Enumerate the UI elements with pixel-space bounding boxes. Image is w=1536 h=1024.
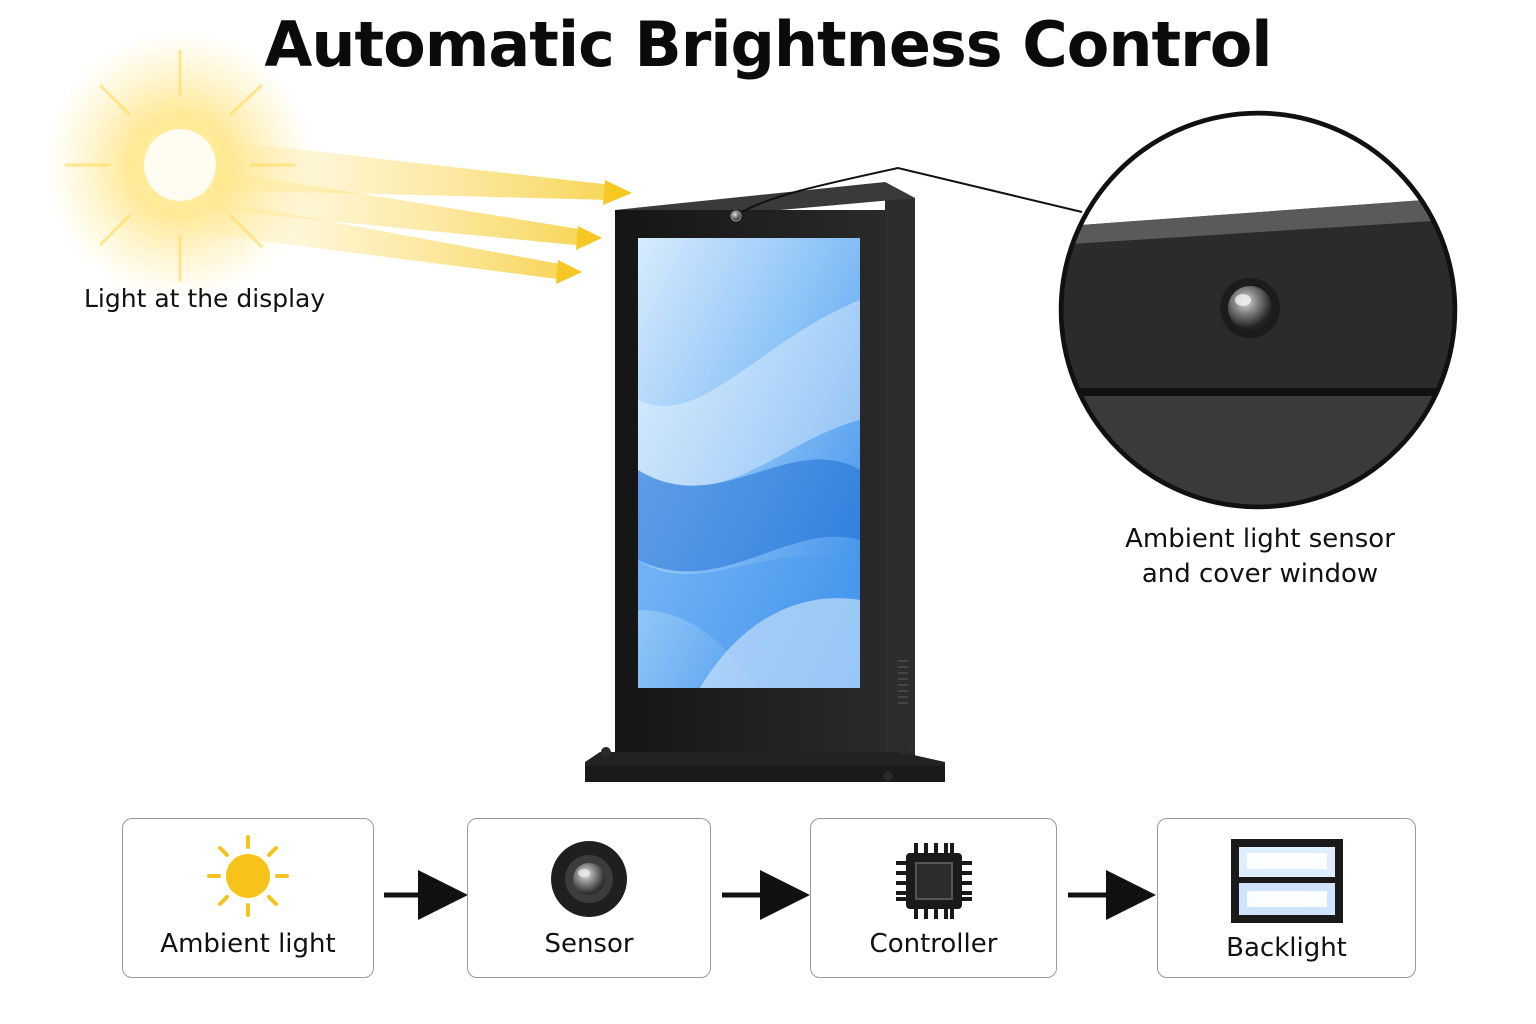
flow-step-label: Sensor	[544, 929, 634, 959]
light-beams	[215, 140, 632, 284]
sensor-callout-line1: Ambient light sensor	[1125, 524, 1395, 554]
flow-step-label: Backlight	[1226, 933, 1347, 963]
sensor-zoom-view	[1058, 110, 1458, 510]
backlight-icon	[1230, 839, 1343, 923]
callout-lines	[741, 166, 1083, 213]
sensor-callout-line2: and cover window	[1141, 559, 1379, 589]
sensor-icon	[551, 841, 627, 917]
flow-step-sensor: Sensor	[467, 818, 711, 978]
display-kiosk	[585, 182, 945, 782]
flow-step-backlight: Backlight	[1157, 818, 1416, 978]
chip-icon	[895, 843, 972, 919]
flow-step-ambient-light: Ambient light	[122, 818, 374, 978]
page-title: Automatic Brightness Control	[264, 8, 1272, 81]
sun-icon	[207, 835, 289, 917]
flow-step-label: Controller	[869, 929, 998, 959]
sun-label: Light at the display	[84, 284, 326, 313]
sensor-callout-label: Ambient light sensor and cover window	[1100, 522, 1420, 592]
flow-step-controller: Controller	[810, 818, 1057, 978]
sensor-dot	[730, 210, 742, 222]
flow-step-label: Ambient light	[160, 929, 336, 959]
